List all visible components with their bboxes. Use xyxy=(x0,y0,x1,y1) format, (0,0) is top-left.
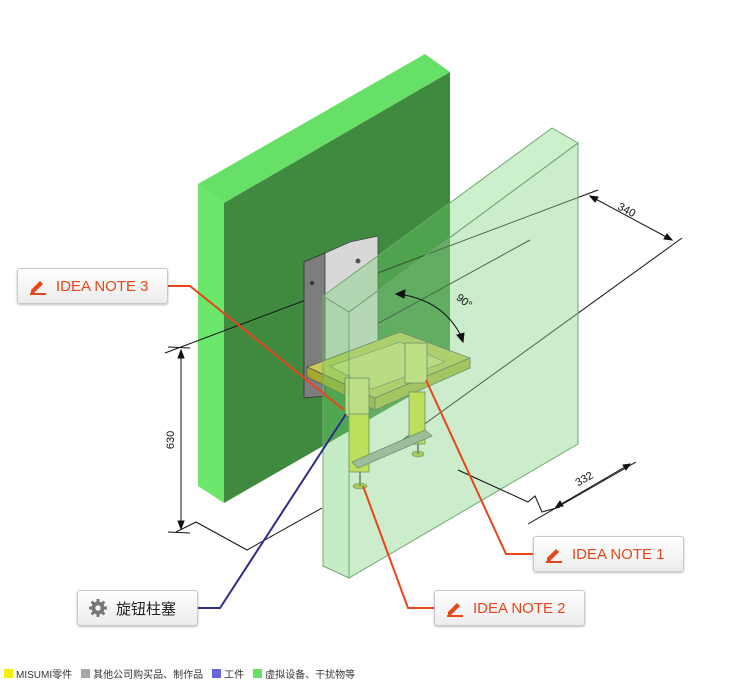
pencil-icon xyxy=(447,603,463,617)
legend-item-workpiece: 工件 xyxy=(212,666,244,681)
legend-swatch xyxy=(4,669,13,678)
leader-lines xyxy=(168,285,534,609)
gear-icon xyxy=(89,599,107,617)
knob-plunger-assembly xyxy=(303,235,472,490)
legend-label: MISUMI零件 xyxy=(16,670,73,681)
legend-item-misumi: MISUMI零件 xyxy=(4,666,72,681)
color-legend: MISUMI零件 其他公司购买品、制作品 工件 虚拟设备、干扰物等 xyxy=(4,666,364,681)
knob-plunger-label: 旋钮柱塞 xyxy=(116,600,177,618)
idea-note-3-label: IDEA NOTE 3 xyxy=(56,277,149,295)
dim-height-label: 630 xyxy=(165,431,177,449)
dimension-lines xyxy=(167,195,674,551)
dim-width-label: 340 xyxy=(615,201,637,220)
legend-swatch xyxy=(253,669,263,678)
leader-knob-plunger xyxy=(198,413,347,609)
legend-label: 虚拟设备、干扰物等 xyxy=(265,670,356,681)
pencil-icon xyxy=(30,281,46,295)
leader-idea-note-2 xyxy=(362,485,436,609)
legend-label: 其他公司购买品、制作品 xyxy=(93,670,204,681)
leader-idea-note-1 xyxy=(425,379,534,555)
virtual-interference-box xyxy=(322,127,579,579)
legend-swatch xyxy=(212,669,222,678)
idea-note-3-button[interactable]: IDEA NOTE 3 xyxy=(17,268,168,304)
pencil-icon xyxy=(546,549,562,563)
idea-note-1-label: IDEA NOTE 1 xyxy=(572,545,665,563)
idea-note-2-button[interactable]: IDEA NOTE 2 xyxy=(434,590,585,626)
legend-item-purchased: 其他公司购买品、制作品 xyxy=(81,666,203,681)
leader-idea-note-3 xyxy=(168,285,345,411)
knob-plunger-button[interactable]: 旋钮柱塞 xyxy=(77,590,198,626)
legend-swatch xyxy=(81,669,91,678)
idea-note-2-label: IDEA NOTE 2 xyxy=(473,599,566,617)
idea-note-1-button[interactable]: IDEA NOTE 1 xyxy=(533,536,684,572)
legend-item-virtual: 虚拟设备、干扰物等 xyxy=(253,666,355,681)
legend-label: 工件 xyxy=(224,670,245,681)
